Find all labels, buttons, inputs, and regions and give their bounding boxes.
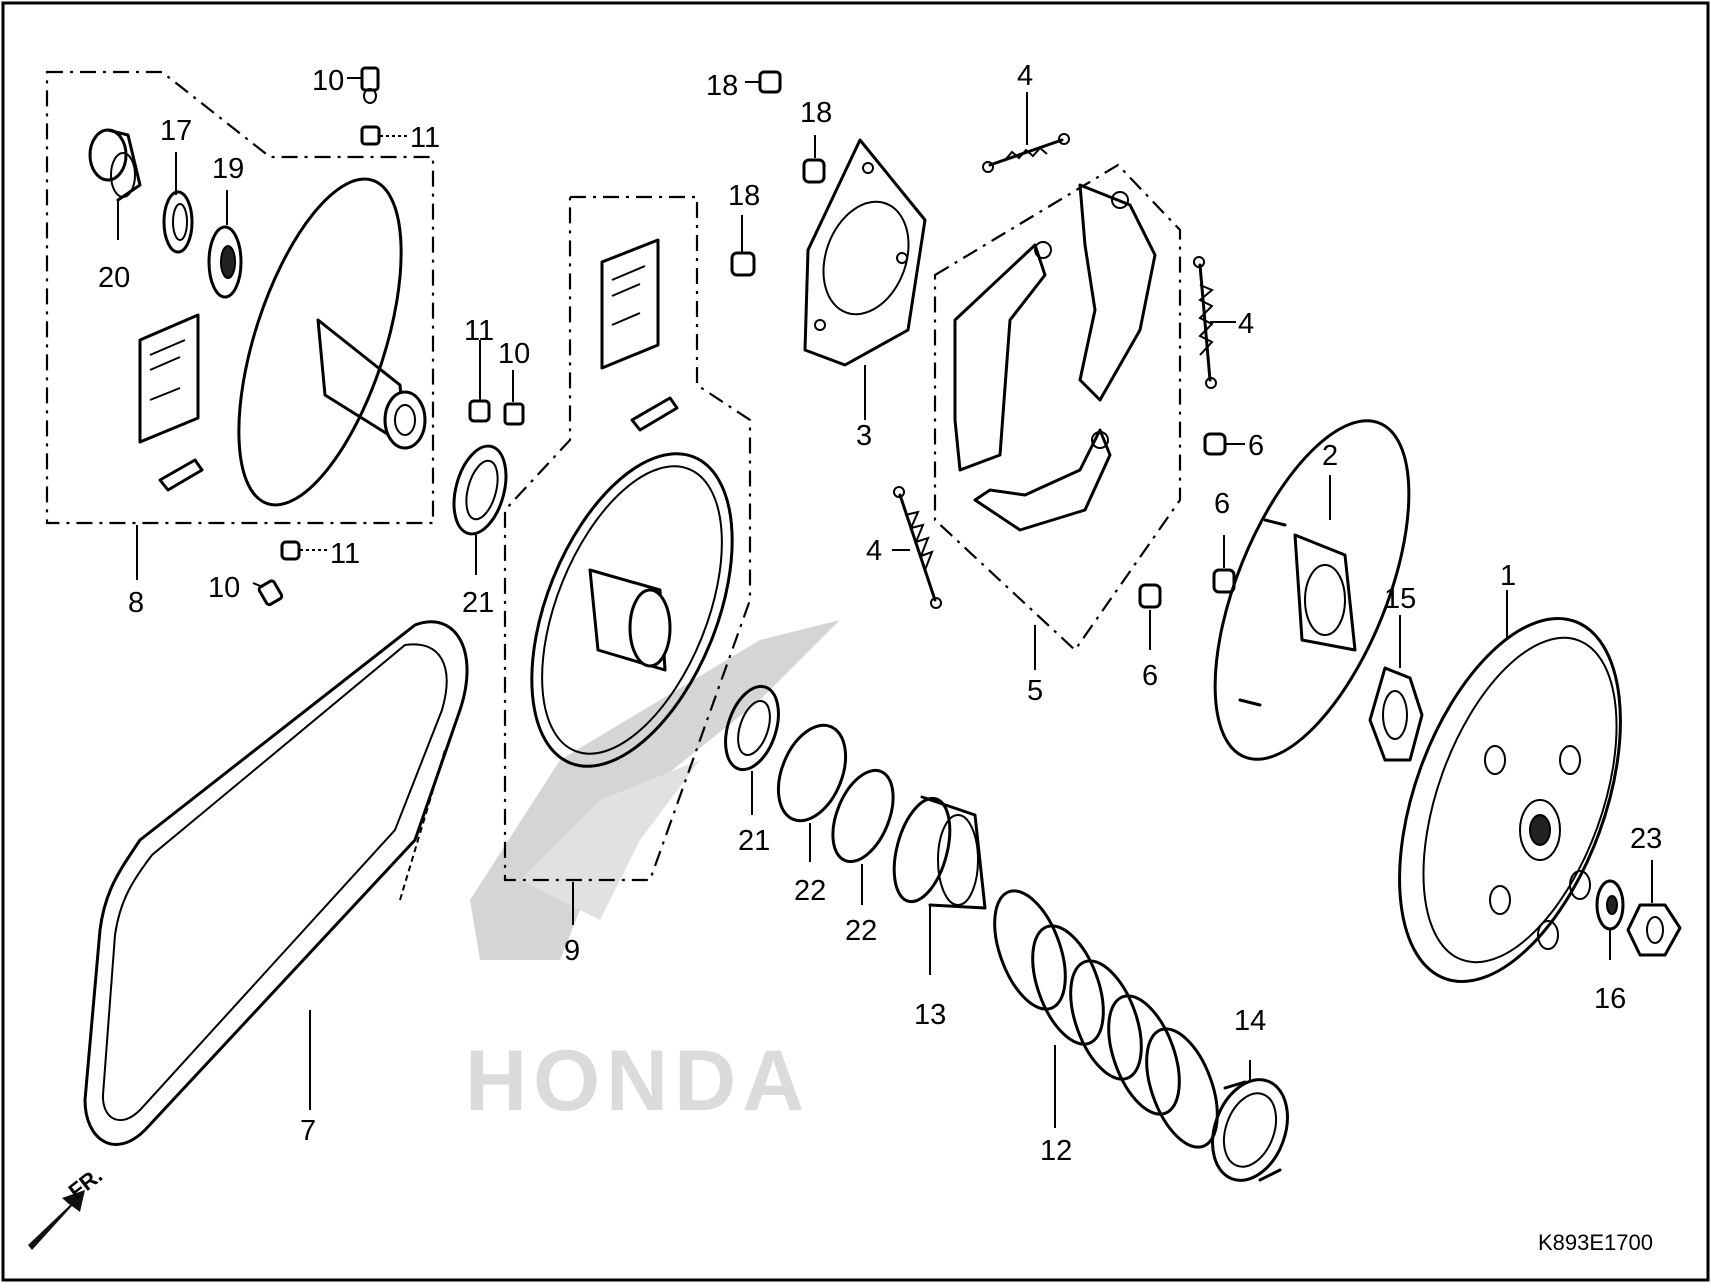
nut-6b <box>1212 568 1236 594</box>
bush-20 <box>88 128 142 202</box>
callout-12: 12 <box>1040 1135 1072 1167</box>
assembly-box-8 <box>45 70 435 525</box>
callout-10-top: 10 <box>312 65 344 97</box>
callout-5: 5 <box>1027 675 1043 707</box>
oil-seal-17 <box>162 190 194 254</box>
callout-21-left: 21 <box>462 587 494 619</box>
clutch-outer-1 <box>1398 617 1622 983</box>
callout-11-top: 11 <box>410 122 440 154</box>
label-sticker-8 <box>138 313 200 444</box>
callout-20: 20 <box>98 262 130 294</box>
nut-18a <box>758 70 782 94</box>
callout-10-mid: 10 <box>498 338 530 370</box>
washer-16 <box>1595 879 1625 931</box>
bolt-10c <box>257 579 284 607</box>
nut-6c <box>1138 583 1162 609</box>
drive-plate-2 <box>1213 419 1411 761</box>
callout-11-mid: 11 <box>464 315 494 347</box>
watermark-text: HONDA <box>465 1033 810 1129</box>
callout-labels: 1 2 3 4 4 4 5 6 6 6 7 8 9 10 10 10 11 11… <box>98 60 1662 1167</box>
drive-belt-7 <box>83 620 469 1146</box>
callout-17: 17 <box>160 115 192 147</box>
callout-19: 19 <box>212 153 244 185</box>
callout-9: 9 <box>564 935 580 967</box>
callout-6-top: 6 <box>1248 430 1264 462</box>
callout-18-top: 18 <box>706 70 738 102</box>
diagram-code: K893E1700 <box>1538 1230 1653 1255</box>
callout-18-left: 18 <box>728 180 760 212</box>
callout-23: 23 <box>1630 823 1662 855</box>
clutch-spring-4a <box>982 133 1070 173</box>
callout-1: 1 <box>1500 560 1516 592</box>
clutch-spring-4b <box>1193 256 1217 389</box>
oil-seal-21a <box>452 444 508 536</box>
nut-11c <box>280 540 301 561</box>
nut-23 <box>1626 903 1682 957</box>
nut-11b <box>468 399 491 423</box>
nut-11a <box>360 125 381 146</box>
callout-13: 13 <box>914 999 946 1031</box>
callout-18-mid: 18 <box>800 97 832 129</box>
callout-2: 2 <box>1322 440 1338 472</box>
callout-8: 8 <box>128 587 144 619</box>
nut-18c <box>730 251 756 277</box>
clutch-plate-3 <box>803 138 927 367</box>
callout-4-top: 4 <box>1017 60 1033 92</box>
nut-18b <box>802 158 826 184</box>
grease-tube-8 <box>158 458 204 492</box>
callout-10-bottom: 10 <box>208 572 240 604</box>
bolt-10b <box>503 402 525 426</box>
callout-3: 3 <box>856 420 872 452</box>
callout-15: 15 <box>1384 583 1416 615</box>
spring-collar-14 <box>1211 1078 1289 1182</box>
leader-lines <box>117 77 1653 1128</box>
drive-face-part <box>237 177 427 507</box>
honda-watermark: HONDA <box>465 620 840 1129</box>
bolt-10a <box>360 66 380 104</box>
callout-22-right: 22 <box>845 915 877 947</box>
assembly-box-9 <box>503 195 752 882</box>
callout-11-bottom: 11 <box>330 538 360 570</box>
o-ring-22a <box>776 723 848 823</box>
driven-face-part <box>530 452 734 768</box>
callout-14: 14 <box>1234 1005 1266 1037</box>
clutch-spring-4c <box>893 486 942 609</box>
o-ring-22b <box>831 768 895 864</box>
callout-21-right: 21 <box>738 825 770 857</box>
oil-seal-21b <box>724 684 780 772</box>
callout-7: 7 <box>300 1115 316 1147</box>
callout-16: 16 <box>1594 983 1626 1015</box>
seal-collar-13 <box>892 795 987 910</box>
callout-4-right: 4 <box>1238 308 1254 340</box>
callout-6-mid: 6 <box>1214 488 1230 520</box>
callout-4-left: 4 <box>866 535 882 567</box>
label-sticker-9 <box>600 238 660 370</box>
nut-6a <box>1203 432 1227 456</box>
clutch-shoes-5 <box>953 183 1157 532</box>
driven-spring-12 <box>993 889 1219 1149</box>
callout-6-bottom: 6 <box>1142 660 1158 692</box>
callout-22-left: 22 <box>794 875 826 907</box>
grease-tube-9 <box>630 396 679 432</box>
bearing-19 <box>207 225 243 299</box>
special-nut-15 <box>1368 666 1424 762</box>
front-direction-marker: FR. <box>28 1162 107 1250</box>
assembly-box-5 <box>933 163 1182 652</box>
